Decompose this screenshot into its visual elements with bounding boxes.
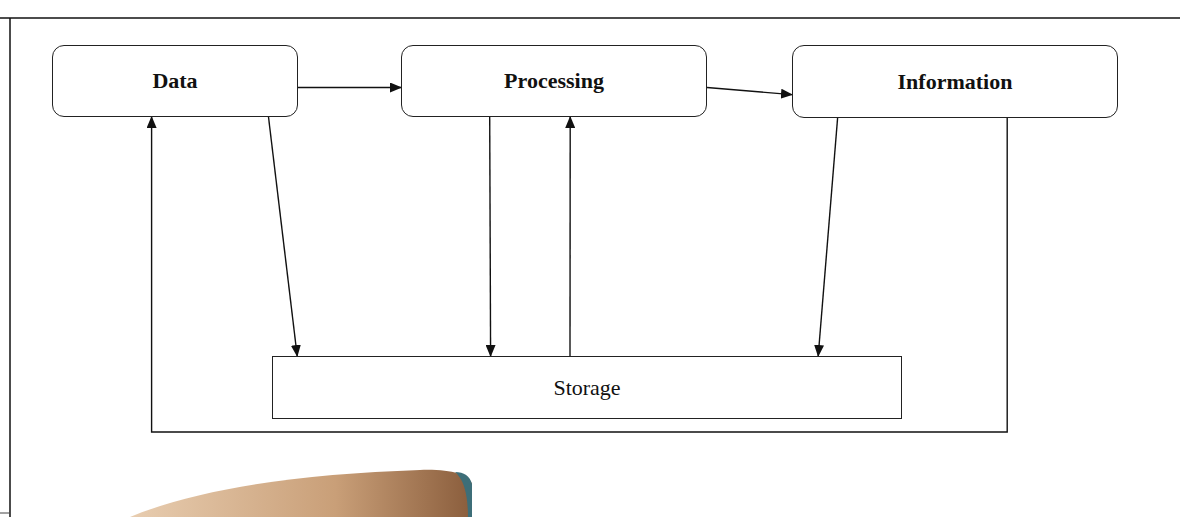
box-label: Processing — [504, 68, 604, 94]
box-label: Data — [152, 68, 197, 94]
flow-arrow — [818, 118, 837, 356]
box-label: Storage — [553, 375, 620, 401]
process-box: Processing — [401, 45, 707, 117]
flow-arrow — [569, 117, 571, 356]
flow-arrow — [152, 117, 1008, 432]
storage-box: Storage — [272, 356, 902, 419]
frame-line — [0, 513, 10, 514]
input-box: Data — [52, 45, 298, 117]
flow-arrow — [707, 88, 792, 95]
frame-line — [9, 18, 11, 517]
flow-arrow — [269, 117, 298, 356]
illustration-edge — [455, 472, 472, 517]
illustration-fragment — [130, 470, 472, 517]
box-label: Information — [898, 69, 1013, 95]
output-box: Information — [792, 45, 1118, 118]
frame-line — [0, 17, 1180, 19]
flow-arrow — [489, 117, 491, 356]
flow-arrow — [298, 87, 401, 88]
